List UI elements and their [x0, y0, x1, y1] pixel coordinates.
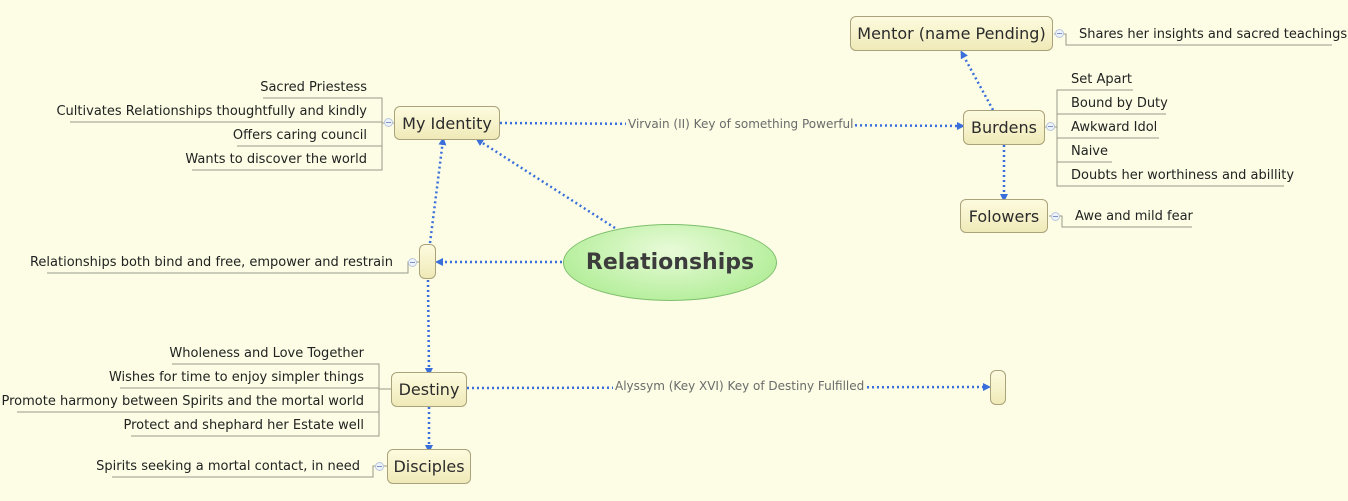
collapse-toggle-icon[interactable]: [1046, 122, 1055, 131]
burden-item-1: Set Apart: [1071, 72, 1133, 87]
destiny-item-3: Promote harmony between Spirits and the …: [1, 394, 364, 409]
topic-destiny[interactable]: Destiny: [391, 372, 467, 407]
connector-burdens-mentor: [960, 50, 995, 111]
topic-followers-label: Folowers: [968, 206, 1040, 226]
topic-burdens[interactable]: Burdens: [963, 110, 1045, 145]
topic-my-identity[interactable]: My Identity: [394, 106, 500, 140]
collapse-toggle-icon[interactable]: [375, 462, 384, 471]
topic-disciples-label: Disciples: [393, 457, 465, 476]
topic-mentor-label: Mentor (name Pending): [857, 24, 1046, 43]
collapse-toggle-icon[interactable]: [1055, 29, 1064, 38]
identity-trait-4: Wants to discover the world: [185, 152, 367, 167]
identity-trait-3: Offers caring council: [232, 128, 367, 143]
burden-item-5: Doubts her worthiness and abillity: [1071, 168, 1295, 183]
destiny-item-4: Protect and shephard her Estate well: [123, 418, 365, 433]
topic-unnamed-target[interactable]: [990, 370, 1006, 405]
topic-mentor[interactable]: Mentor (name Pending): [850, 16, 1053, 51]
topic-my-identity-label: My Identity: [402, 113, 492, 133]
topic-destiny-label: Destiny: [398, 380, 460, 399]
burden-item-3: Awkward Idol: [1071, 120, 1158, 135]
followers-note: Awe and mild fear: [1075, 209, 1193, 224]
relationship-label-identity-burdens: Virvain (II) Key of something Powerful: [626, 117, 856, 131]
burden-item-2: Bound by Duty: [1071, 96, 1168, 111]
collapse-toggle-icon[interactable]: [408, 258, 417, 267]
collapse-toggle-icon[interactable]: [384, 118, 393, 127]
burden-item-4: Naive: [1071, 144, 1108, 159]
connector-hub-destiny: [424, 279, 433, 376]
central-topic-label: Relationships: [585, 250, 755, 275]
relationship-note: Relationships both bind and free, empowe…: [29, 255, 393, 270]
topic-followers[interactable]: Folowers: [960, 199, 1048, 233]
disciples-note: Spirits seeking a mortal contact, in nee…: [96, 459, 360, 474]
leaf-line-destiny-4: [131, 412, 380, 437]
connector-central-identity: [475, 138, 616, 230]
topic-burdens-label: Burdens: [971, 118, 1037, 137]
destiny-item-2: Wishes for time to enjoy simpler things: [108, 370, 364, 385]
relationship-label-destiny-target: Alyssym (Key XVI) Key of Destiny Fulfill…: [613, 379, 867, 393]
identity-trait-2: Cultivates Relationships thoughtfully an…: [56, 104, 367, 119]
leaf-line-burdens-5: [1056, 162, 1284, 187]
identity-trait-1: Sacred Priestess: [260, 80, 367, 95]
connector-hub-identity: [428, 137, 447, 244]
mentor-note: Shares her insights and sacred teachings: [1079, 27, 1348, 42]
topic-unnamed-hub[interactable]: [419, 244, 436, 279]
central-topic[interactable]: Relationships: [563, 224, 777, 301]
collapse-toggle-icon[interactable]: [1051, 212, 1060, 221]
topic-disciples[interactable]: Disciples: [387, 449, 471, 484]
destiny-item-1: Wholeness and Love Together: [169, 346, 364, 361]
leaf-line-identity-4: [192, 146, 383, 171]
